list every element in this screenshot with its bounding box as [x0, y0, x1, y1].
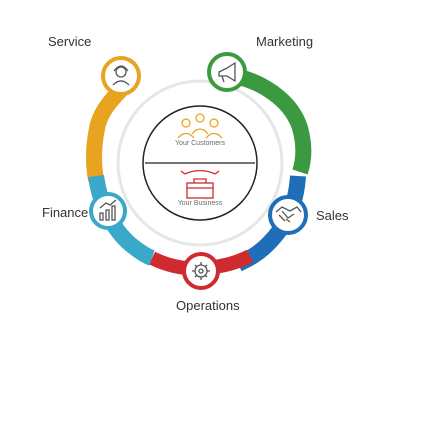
sales-label: Sales	[316, 208, 349, 223]
background-ring	[116, 79, 284, 247]
growth-chart-icon	[99, 199, 117, 221]
customers-caption: Your Customers	[175, 140, 225, 147]
business-caption: Your Business	[177, 200, 223, 207]
service-icon-badge	[101, 56, 141, 96]
customers-icon	[177, 113, 223, 139]
operations-icon-badge	[182, 252, 220, 290]
marketing-icon-badge	[207, 52, 247, 92]
megaphone-icon	[218, 61, 236, 83]
customer-service-icon	[112, 65, 130, 86]
service-label: Service	[48, 34, 92, 49]
marketing-arc	[220, 66, 312, 175]
business-icon	[180, 169, 220, 199]
finance-icon-badge	[89, 192, 127, 230]
gear-icon	[192, 262, 210, 280]
sales-icon-badge	[268, 195, 308, 235]
handshake-icon	[275, 206, 302, 223]
operations-label: Operations	[176, 298, 240, 313]
marketing-label: Marketing	[256, 34, 314, 49]
finance-label: Finance	[42, 205, 89, 220]
